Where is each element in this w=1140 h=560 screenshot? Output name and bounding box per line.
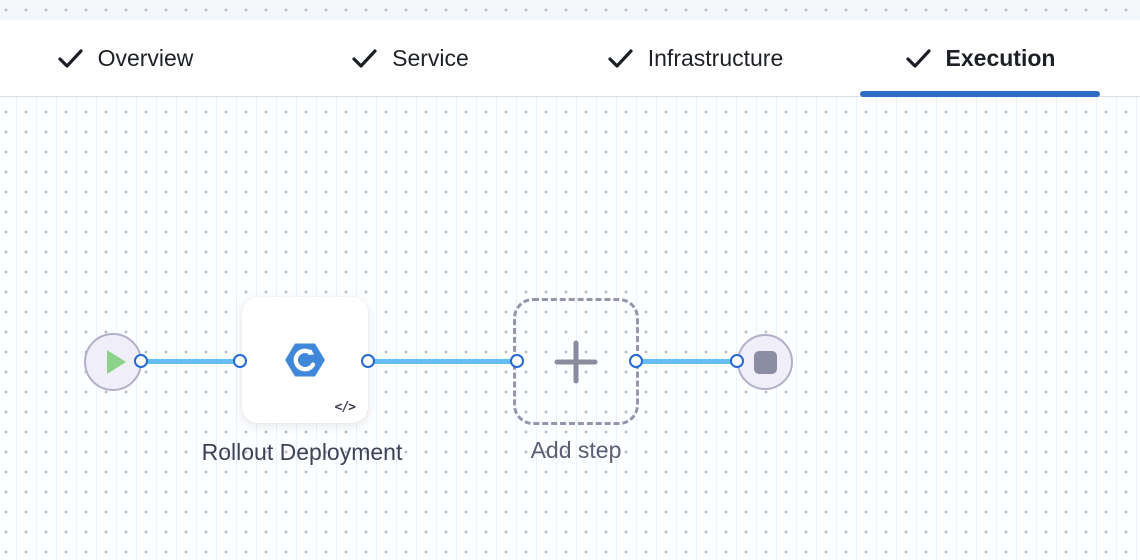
- add-step-label: Add step: [530, 437, 622, 463]
- check-icon: [57, 48, 83, 68]
- tab-label: Service: [392, 44, 469, 71]
- check-icon: [608, 48, 633, 68]
- tab-label: Execution: [945, 44, 1056, 71]
- pipeline-canvas[interactable]: </> Rollout Deployment Add step: [0, 97, 1140, 560]
- tab-label: Infrastructure: [647, 44, 784, 71]
- pipeline-start-node[interactable]: [84, 333, 142, 391]
- connector-port[interactable]: [730, 354, 744, 368]
- stage-tab-bar: Overview Service Infrastructure Executio…: [0, 20, 1140, 97]
- tab-service[interactable]: Service: [290, 20, 530, 96]
- code-icon: </>: [334, 400, 357, 415]
- tab-execution[interactable]: Execution: [860, 20, 1100, 97]
- check-icon: [352, 48, 377, 68]
- tab-label: Overview: [97, 44, 194, 71]
- step-node-rollout-deployment[interactable]: </>: [242, 297, 368, 423]
- connector-port[interactable]: [233, 354, 247, 368]
- connector-port[interactable]: [134, 354, 148, 368]
- rollout-deployment-hexagon-icon: [285, 343, 325, 377]
- add-step-button[interactable]: [513, 298, 639, 425]
- tab-infrastructure[interactable]: Infrastructure: [575, 20, 815, 96]
- active-tab-indicator: [860, 91, 1100, 97]
- canvas-top-strip: [0, 0, 1140, 20]
- step-node-label: Rollout Deployment: [201, 439, 403, 465]
- plus-icon: [554, 340, 598, 383]
- stop-icon: [753, 350, 777, 374]
- connector-port[interactable]: [361, 354, 375, 368]
- connector-port[interactable]: [510, 354, 524, 368]
- tab-overview[interactable]: Overview: [5, 20, 245, 96]
- connector-line: [636, 359, 737, 364]
- connector-line: [368, 359, 517, 364]
- connector-line: [141, 359, 240, 364]
- tab-list: Overview Service Infrastructure Executio…: [5, 20, 1100, 97]
- pipeline-end-node[interactable]: [737, 334, 793, 390]
- play-icon: [106, 350, 126, 374]
- check-icon: [905, 48, 931, 68]
- connector-port[interactable]: [629, 354, 643, 368]
